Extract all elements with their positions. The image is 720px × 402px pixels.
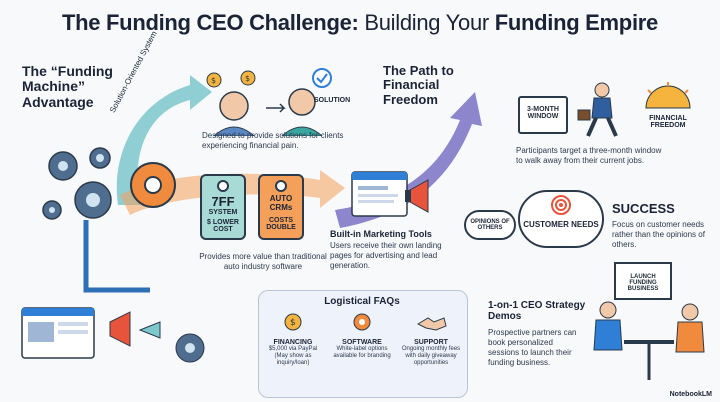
marketing-desc: Users receive their own landing pages fo… [330, 241, 442, 270]
tag-auto-crms: AUTO CRMs COSTS DOUBLE [258, 174, 304, 240]
marketing-browser-icon [351, 171, 429, 217]
bottom-machine-icons [21, 307, 205, 363]
launch-board: LAUNCH FUNDING BUSINESS [614, 262, 672, 300]
solution-desc: Designed to provide solutions for client… [202, 131, 344, 150]
software-gear-icon [353, 313, 371, 331]
faq-support: SUPPORT Ongoing monthly fees with daily … [400, 312, 462, 392]
svg-text:$: $ [245, 74, 250, 83]
svg-text:$: $ [211, 76, 216, 85]
success-heading: SUCCESS [612, 201, 675, 216]
faq-items: $ FINANCING $5,000 via PayPal (May show … [262, 312, 462, 392]
brand-mark: NotebookLM [669, 391, 712, 398]
meeting-icon [593, 301, 705, 380]
faq-financing: $ FINANCING $5,000 via PayPal (May show … [262, 312, 324, 392]
walking-man-icon [577, 82, 618, 137]
faq-heading: Logistical FAQs [324, 296, 400, 307]
money-hand-icon: $ [284, 313, 302, 331]
target-icon [551, 195, 571, 215]
sunrise-icon [645, 82, 691, 109]
cloud-opinions: OPINIONS OF OTHERS [464, 210, 516, 240]
tags-desc: Provides more value than traditional aut… [199, 252, 327, 271]
solution-badge: SOLUTION [314, 97, 351, 104]
machine-heading: The “Funding Machine” Advantage [22, 63, 113, 110]
marketing-heading: Built-in Marketing Tools [330, 229, 432, 239]
pipe [83, 220, 150, 293]
success-desc: Focus on customer needs rather than the … [612, 220, 705, 249]
central-gear-icon [130, 162, 176, 208]
tag-7ff-system: 7FF SYSTEM $ LOWER COST [200, 174, 246, 240]
demos-desc: Prospective partners can book personaliz… [488, 328, 577, 367]
teal-arrow [116, 75, 212, 205]
svg-text:$: $ [290, 318, 296, 328]
handshake-icon [416, 317, 447, 331]
cloud-customer-needs: CUSTOMER NEEDS [518, 190, 604, 248]
demos-heading: 1-on-1 CEO Strategy Demos [488, 300, 586, 322]
page-title: The Funding CEO Challenge: Building Your… [62, 10, 658, 35]
gears-icon [42, 147, 112, 220]
faq-panel [258, 290, 468, 398]
three-month-window: 3-MONTH WINDOW [518, 96, 568, 134]
path-heading: The Path to Financial Freedom [383, 63, 454, 107]
faq-software: SOFTWARE White-label options available f… [331, 312, 393, 392]
stressed-to-solution-icon: $ $ [206, 68, 332, 136]
path-desc: Participants target a three-month window… [516, 146, 662, 165]
financial-freedom-label: FINANCIAL FREEDOM [649, 115, 687, 129]
